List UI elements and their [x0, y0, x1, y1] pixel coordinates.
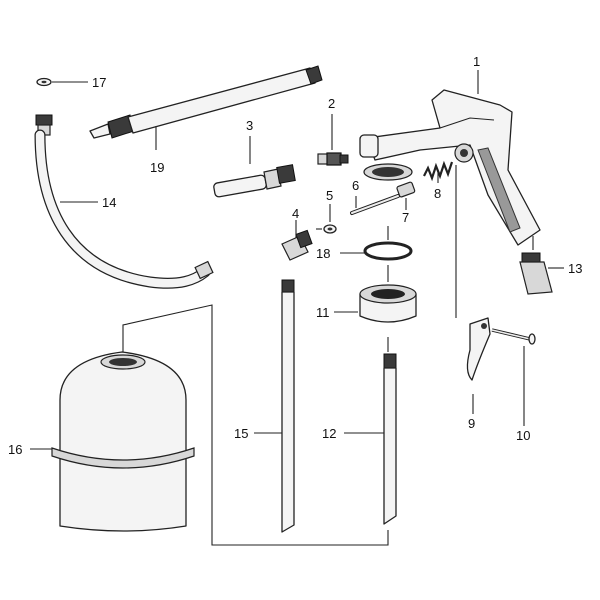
part-13-inlet-fitting	[519, 252, 553, 295]
callout-leaders	[30, 70, 564, 450]
part-16-canister	[51, 351, 195, 532]
callout-19: 19	[150, 160, 164, 175]
callout-14: 14	[102, 195, 116, 210]
part-14-hose	[34, 114, 214, 289]
callout-15: 15	[234, 426, 248, 441]
callout-11: 11	[316, 305, 330, 320]
callout-18: 18	[316, 246, 330, 261]
part-7-valve	[396, 181, 416, 198]
part-9-trigger	[466, 317, 491, 381]
part-12-tube	[383, 353, 397, 525]
part-18-large-oring	[363, 241, 413, 261]
callout-3: 3	[246, 118, 253, 133]
callout-12: 12	[322, 426, 336, 441]
part-5-small-oring	[323, 224, 337, 234]
callout-6: 6	[352, 178, 359, 193]
part-10-screw	[491, 328, 536, 345]
callout-16: 16	[8, 442, 22, 457]
assembly-guides	[122, 165, 534, 546]
callout-10: 10	[516, 428, 530, 443]
part-1-gun-body	[359, 89, 541, 246]
callout-8: 8	[434, 186, 441, 201]
part-2-connector	[317, 152, 349, 166]
part-17-washer	[36, 77, 52, 87]
callout-13: 13	[568, 261, 582, 276]
callout-4: 4	[292, 206, 299, 221]
callout-1: 1	[473, 54, 480, 69]
callout-2: 2	[328, 96, 335, 111]
part-11-cup-lid	[359, 284, 417, 323]
part-15-long-tube	[281, 279, 295, 533]
callout-5: 5	[326, 188, 333, 203]
part-19-nozzle-tube	[89, 65, 323, 139]
part-3-fitting	[213, 164, 296, 198]
part-6-pin	[350, 194, 400, 215]
callout-17: 17	[92, 75, 106, 90]
callout-7: 7	[402, 210, 409, 225]
callout-9: 9	[468, 416, 475, 431]
part-4-nut	[281, 229, 313, 261]
